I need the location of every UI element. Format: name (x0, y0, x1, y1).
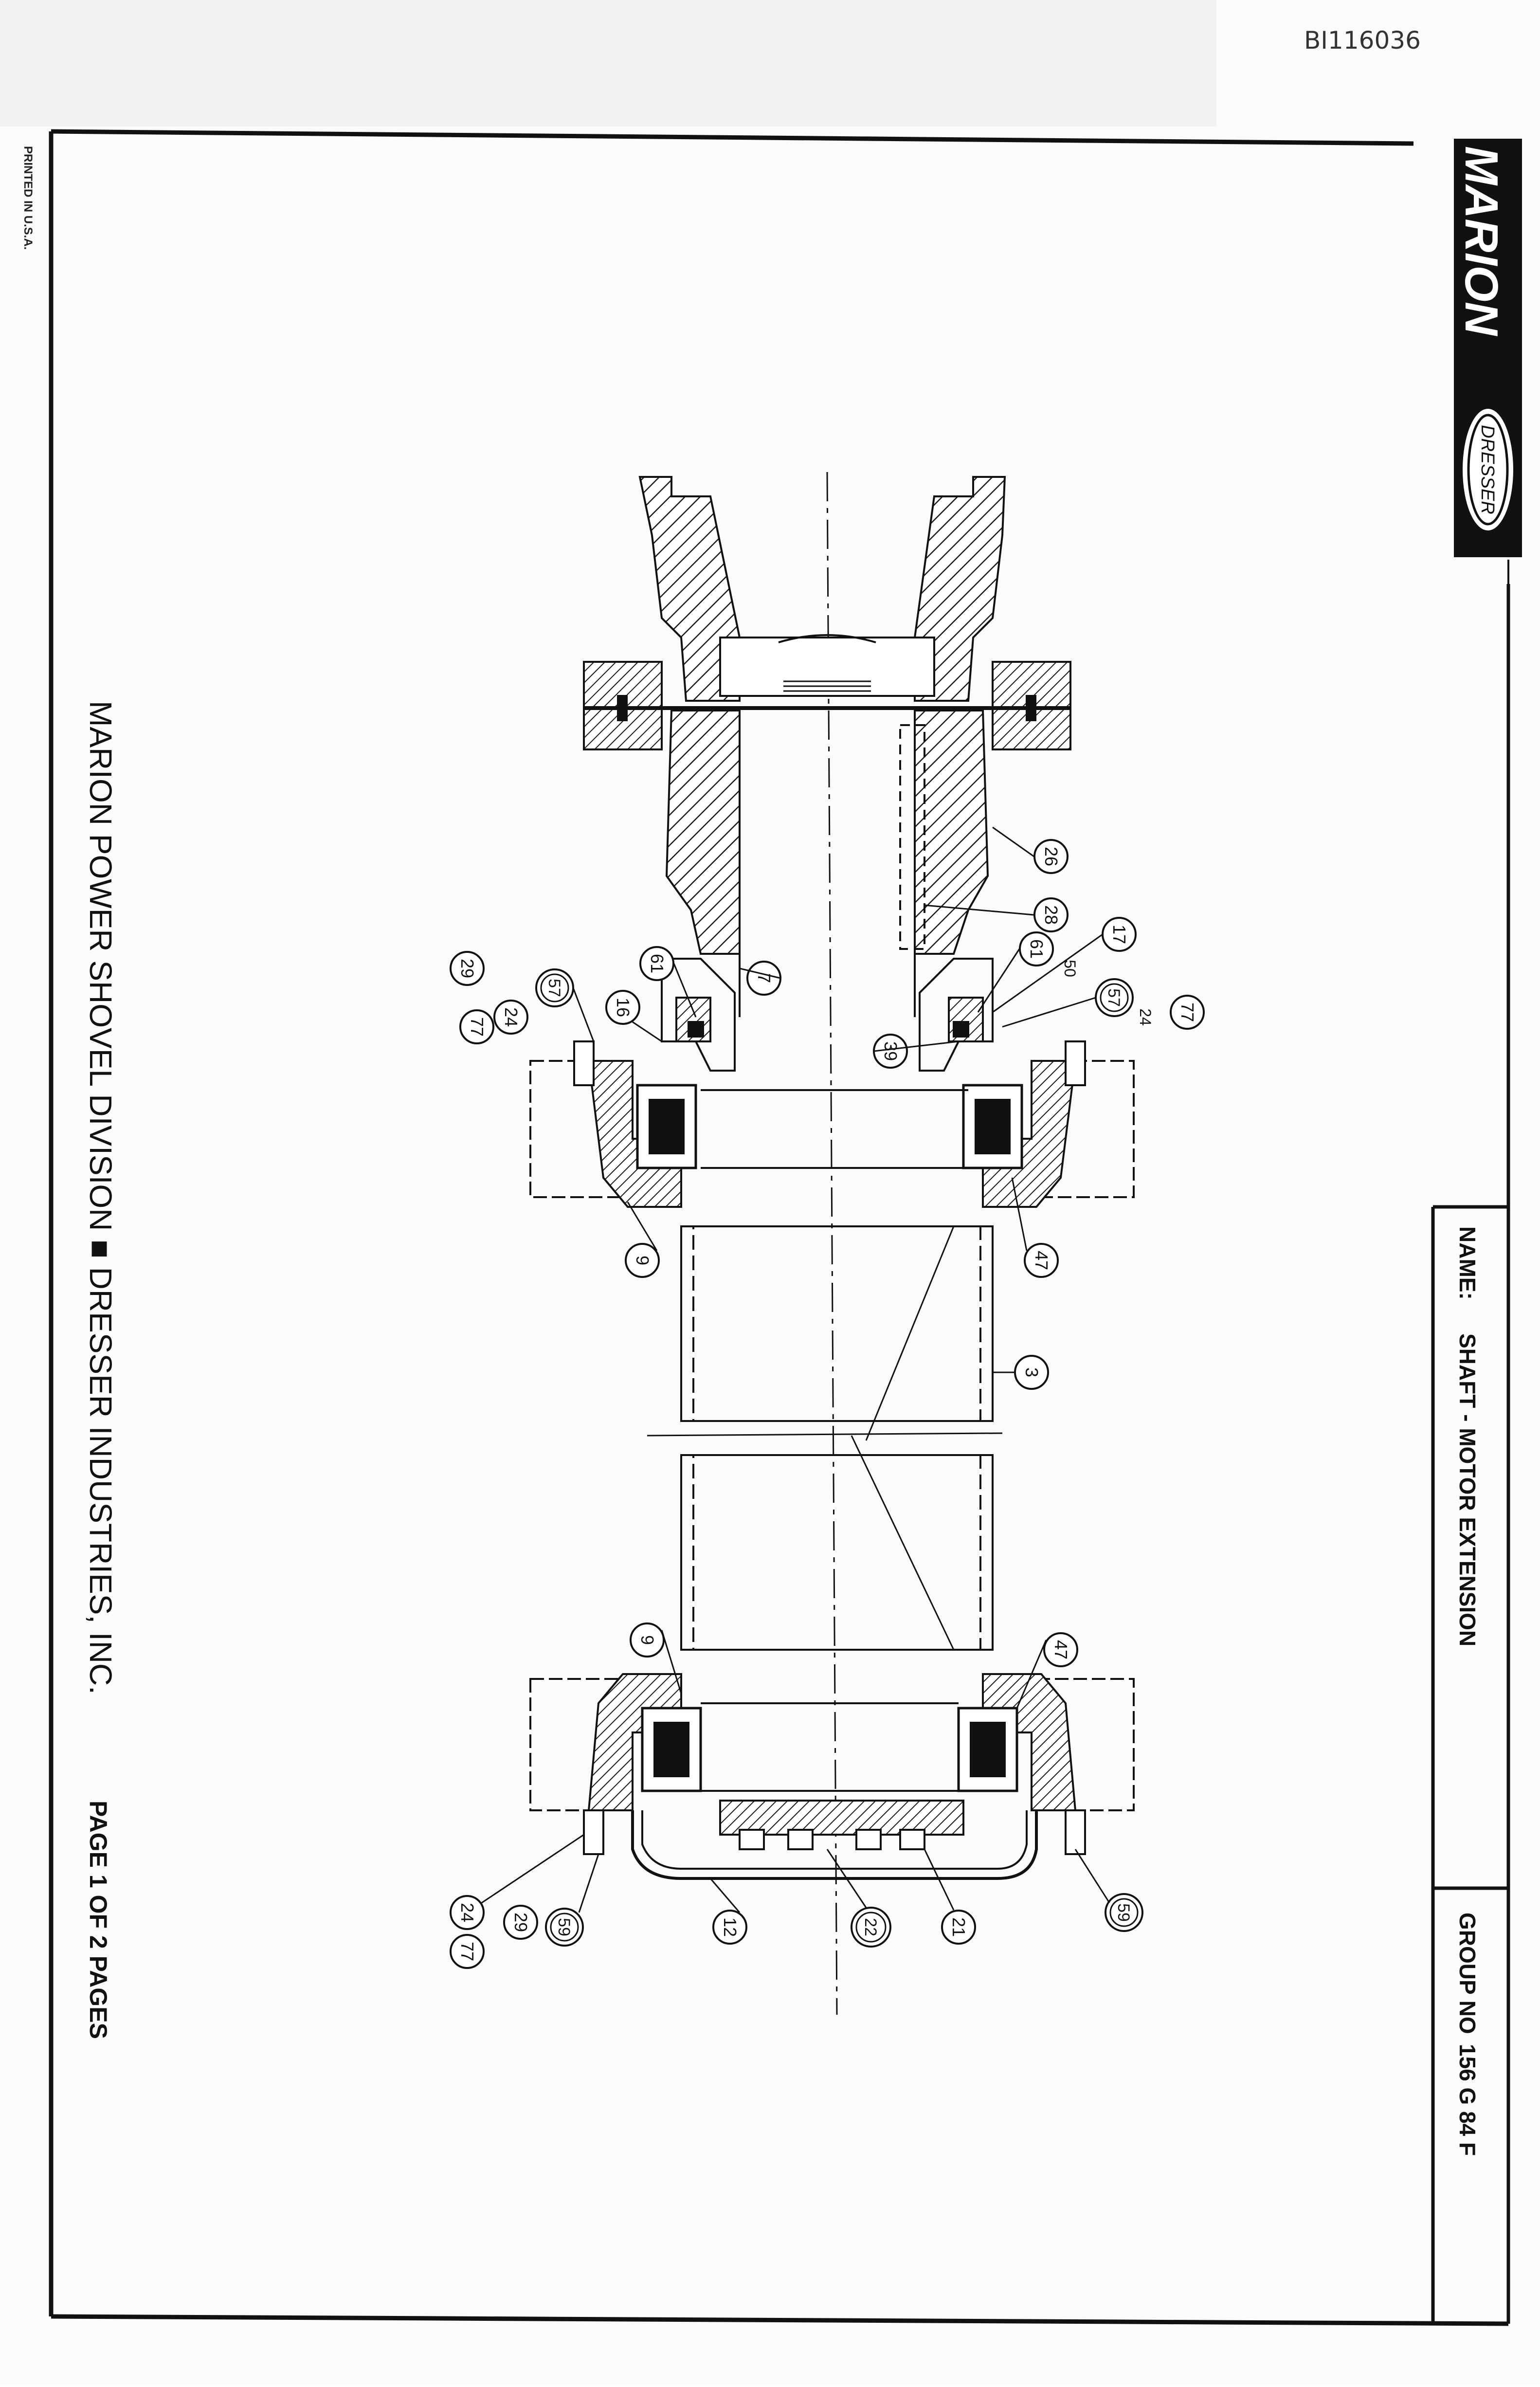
callout-label: 59 (1114, 1903, 1133, 1922)
name-label: NAME: (1455, 1226, 1480, 1300)
callout-label: 21 (949, 1917, 969, 1937)
callout: 39 (873, 1034, 908, 1069)
seal-housing-left (661, 958, 736, 1072)
callout: 61 (1019, 931, 1054, 966)
callout: 57 (1095, 978, 1134, 1017)
callout: 28 (1033, 897, 1069, 932)
dresser-badge: DRESSER (1477, 425, 1498, 514)
callout: 16 (605, 990, 640, 1025)
callout: 47 (1043, 1632, 1078, 1667)
callout-label: 61 (1027, 939, 1047, 959)
hub-body-right (914, 710, 989, 955)
svg-text:MARION: MARION (1455, 146, 1507, 336)
motor-shaft-lower (680, 1454, 994, 1651)
callout: 17 (1102, 917, 1137, 952)
callout-label: 50 (1061, 960, 1079, 977)
callout-label: 24 (457, 1903, 477, 1922)
callout: 77 (1170, 995, 1205, 1030)
callout: 59 (545, 1908, 584, 1947)
callout: 9 (625, 1243, 660, 1278)
seal-housing-right (919, 958, 994, 1072)
callout: 77 (459, 1009, 494, 1044)
callout: 57 (535, 968, 574, 1007)
hub-body-left (665, 710, 741, 955)
callout: 24 (450, 1895, 485, 1930)
callout-label: 12 (720, 1917, 740, 1937)
callout: 24 (1137, 1008, 1154, 1026)
callout-label: 77 (467, 1017, 487, 1037)
callout-label: 77 (1178, 1002, 1197, 1022)
callout-label: 26 (1041, 847, 1061, 866)
callout-label: 24 (1137, 1008, 1154, 1026)
callout: 29 (503, 1905, 538, 1940)
gear-teeth (719, 637, 935, 697)
callout-layer: 26 28 7 61 61 50 17 57 57 24 77 29 24 77… (450, 839, 1205, 1969)
callout-label: 61 (647, 954, 667, 973)
group-number: 156 G 84 F (1455, 2044, 1480, 2156)
bearing-cap-right-top (982, 1060, 1077, 1208)
callout: 12 (712, 1910, 747, 1945)
callout-label: 59 (555, 1918, 573, 1936)
coupling-hub-right (914, 476, 1006, 702)
coupling-hub-left (638, 476, 741, 702)
callout-label: 57 (1105, 988, 1123, 1007)
callout: 77 (450, 1934, 485, 1969)
callout: 50 (1061, 960, 1079, 977)
callout-label: 17 (1109, 925, 1129, 944)
callout: 3 (1014, 1355, 1049, 1390)
callout-label: 77 (457, 1942, 477, 1961)
callout-label: 47 (1032, 1251, 1051, 1270)
shaft-assembly-drawing (529, 472, 1135, 2015)
group-label: GROUP NO (1455, 1913, 1480, 2034)
callout-label: 28 (1041, 905, 1061, 925)
callout-label: 3 (1022, 1367, 1042, 1377)
part-name: SHAFT - MOTOR EXTENSION (1455, 1333, 1480, 1646)
scan-noise-band (0, 0, 1216, 127)
callout-label: 57 (545, 979, 563, 997)
callout: 47 (1024, 1243, 1059, 1278)
end-cover (631, 1810, 1038, 1880)
printed-in-usa: PRINTED IN U.S.A. (21, 146, 35, 250)
callout: 29 (450, 951, 485, 986)
leader-lines (481, 826, 1110, 1913)
callout-label: 9 (637, 1635, 657, 1645)
bearing-housing-left-bottom (529, 1678, 629, 1811)
sheet-border (49, 129, 1510, 2326)
callout-label: 29 (457, 959, 477, 978)
callout: 59 (1105, 1893, 1143, 1932)
callout: 22 (851, 1907, 891, 1948)
page-number: PAGE 1 OF 2 PAGES (85, 1801, 112, 2039)
footer-company: MARION POWER SHOVEL DIVISION ■ DRESSER I… (83, 701, 118, 1695)
callout: 61 (639, 946, 674, 981)
callout-label: 47 (1051, 1640, 1071, 1659)
callout: 26 (1033, 839, 1069, 874)
callout-label: 39 (881, 1041, 901, 1061)
callout-label: 16 (613, 998, 633, 1017)
marion-logo: MARION DRESSER (1454, 139, 1522, 557)
callout: 21 (941, 1910, 976, 1945)
callout: 24 (493, 1000, 528, 1035)
callout-label: 24 (501, 1007, 521, 1027)
callout: 7 (746, 961, 781, 996)
callout: 9 (630, 1622, 665, 1658)
callout-label: 29 (511, 1913, 531, 1932)
document-id: BI116036 (1304, 26, 1421, 55)
callout-label: 22 (861, 1918, 880, 1936)
motor-shaft-upper (680, 1225, 994, 1422)
callout-label: 9 (633, 1256, 652, 1265)
bearing-cap-left-top (587, 1060, 682, 1208)
title-block: NAME: SHAFT - MOTOR EXTENSION GROUP NO 1… (1455, 1226, 1480, 2156)
